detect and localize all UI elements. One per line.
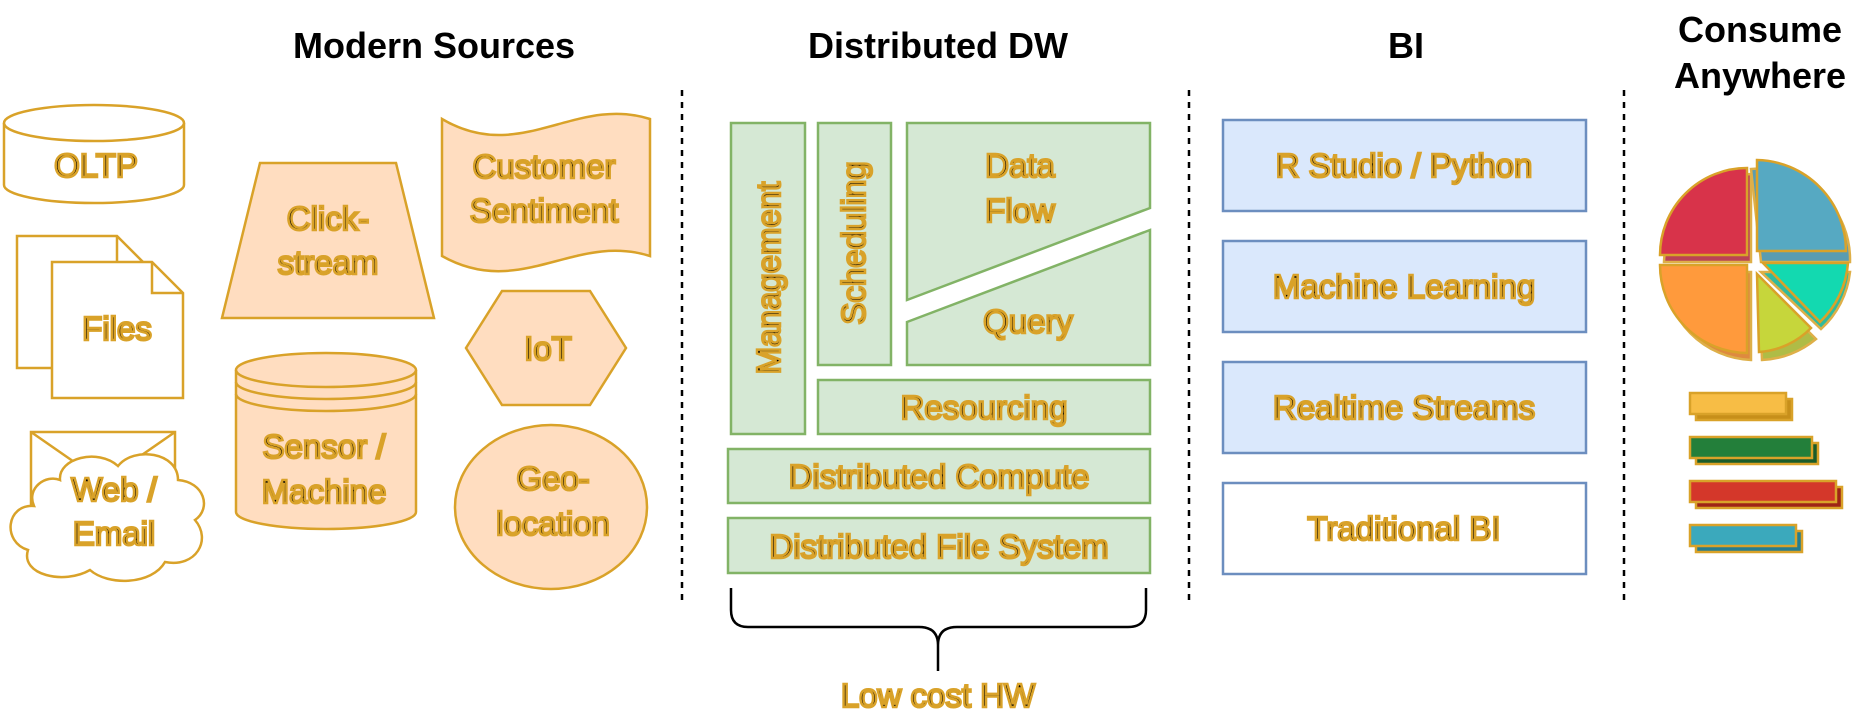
hardware-label: Low cost HW [841, 677, 1036, 714]
header-consume-line1: Consume [1678, 9, 1842, 50]
geolocation-ellipse-shape [453, 423, 649, 591]
bi-ml-box [1221, 239, 1588, 334]
data-flow-block [905, 121, 1152, 302]
resourcing-label: Resourcing [901, 389, 1068, 426]
web-email-label-line1: Web / [71, 471, 157, 508]
clickstream-label-line1: Click- [287, 200, 369, 237]
sentiment-label-line1: Customer [472, 148, 615, 185]
query-label: Query [983, 303, 1073, 340]
sources-highlighted [220, 112, 652, 591]
pie-slice-green [1755, 270, 1813, 354]
bi-r-python-box [1221, 118, 1588, 213]
pie-slice-blue [1755, 158, 1848, 253]
pie-slice-red [1658, 166, 1749, 257]
sensor-label-line1: Sensor / [263, 428, 387, 465]
bi-r-python-label: R Studio / Python [1276, 147, 1533, 184]
clickstream-shape [220, 161, 436, 320]
section-separators [680, 90, 1626, 605]
bi-streams-box [1221, 360, 1588, 455]
distributed-compute-block [726, 447, 1152, 505]
management-label: Management [750, 182, 787, 375]
bar-teal [1688, 523, 1798, 548]
distributed-compute-label: Distributed Compute [789, 458, 1090, 495]
distributed-file-system-label: Distributed File System [769, 528, 1108, 565]
files-label: Files [82, 310, 152, 347]
clickstream-label-line2: stream [278, 244, 379, 281]
data-flow-label-line2: Flow [985, 192, 1055, 229]
dw-stack [726, 121, 1152, 575]
hardware-brace [729, 588, 1148, 671]
pie-slice-orange [1658, 263, 1749, 355]
header-consume-line2: Anywhere [1674, 55, 1846, 96]
bar-green [1688, 435, 1814, 460]
scheduling-label: Scheduling [835, 161, 872, 324]
bar-red [1688, 479, 1838, 504]
bi-streams-label: Realtime Streams [1273, 389, 1535, 426]
cloud-icon [9, 452, 206, 582]
bi-traditional-box [1221, 481, 1588, 576]
iot-label: IoT [524, 330, 572, 367]
sentiment-label-line2: Sentiment [470, 192, 619, 229]
pie-chart-icon [1658, 158, 1852, 362]
sensor-label-line2: Machine [262, 473, 387, 510]
header-modern-sources: Modern Sources [293, 25, 575, 66]
pie-slice-teal [1760, 261, 1850, 324]
oltp-label: OLTP [54, 147, 138, 184]
bar-chart-icon [1688, 391, 1844, 554]
resourcing-block [816, 378, 1152, 436]
scheduling-block [816, 121, 893, 367]
header-distributed-dw: Distributed DW [808, 25, 1068, 66]
customer-sentiment-shape [440, 112, 652, 273]
data-flow-label-line1: Data [985, 147, 1055, 184]
bi-ml-label: Machine Learning [1273, 268, 1535, 305]
web-email-label-line2: Email [73, 515, 156, 552]
iot-hexagon-shape [464, 289, 628, 407]
bar-yellow [1688, 391, 1788, 416]
sources-plain: OLTP Files Web / Email Click- stream Sen… [2, 103, 1852, 715]
sensor-machine-shape [234, 351, 418, 531]
geolocation-label-line2: location [496, 505, 610, 542]
header-bi: BI [1388, 25, 1424, 66]
bi-stack [1221, 118, 1588, 576]
bi-traditional-label: Traditional BI [1307, 510, 1500, 547]
query-block [905, 228, 1152, 367]
web-email-shape [9, 430, 206, 582]
oltp-database-shape [2, 103, 186, 205]
management-block [729, 121, 807, 436]
files-document-shape [15, 234, 185, 400]
distributed-file-system-block [726, 516, 1152, 575]
geolocation-label-line1: Geo- [516, 460, 589, 497]
